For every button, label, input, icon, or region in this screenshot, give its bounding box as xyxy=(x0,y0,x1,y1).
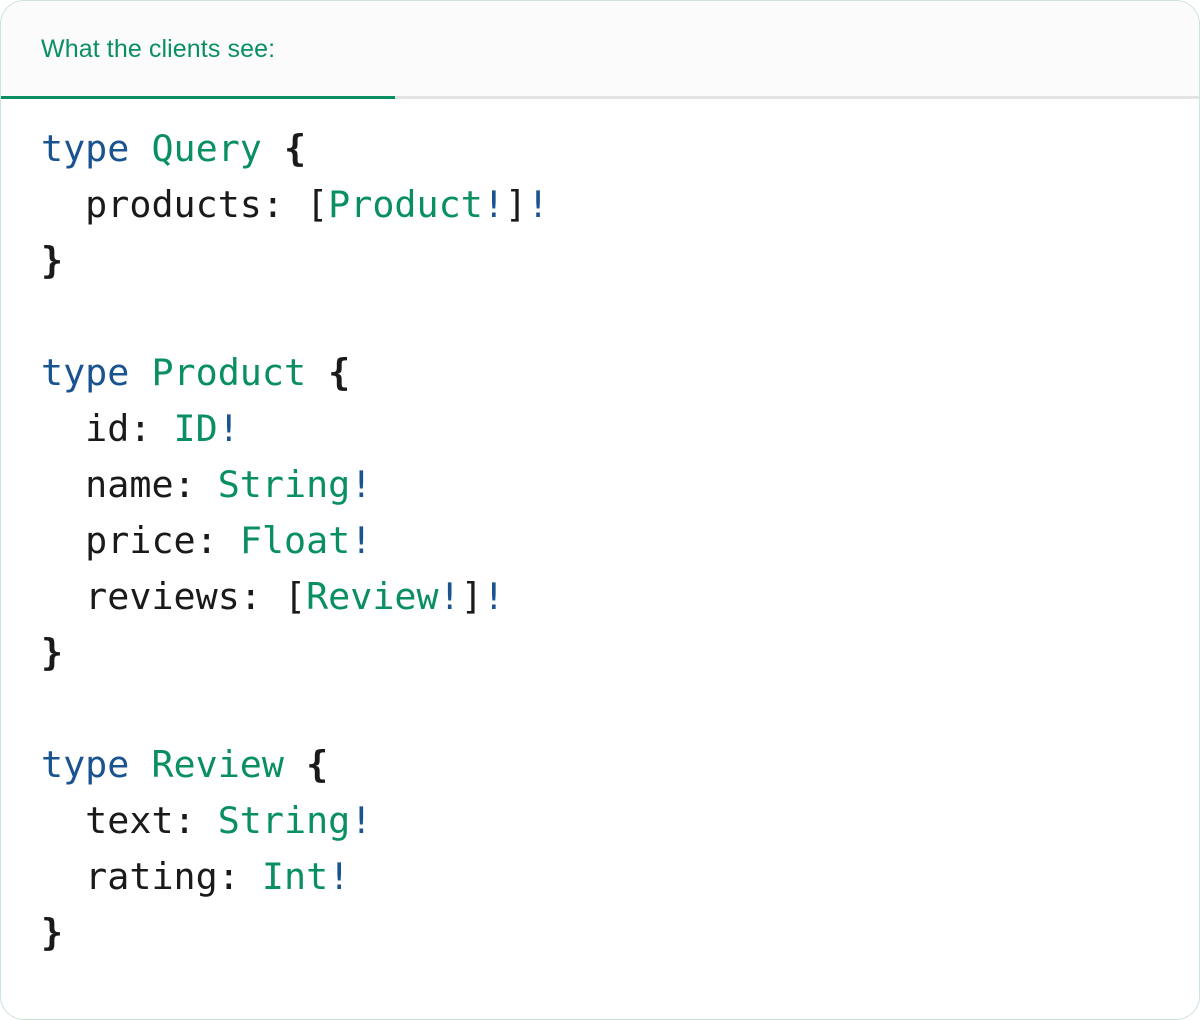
code-token-plain xyxy=(129,351,151,394)
graphql-schema-code-block[interactable]: type Query { products: [Product!]! } typ… xyxy=(1,121,1199,961)
code-token-colon: : xyxy=(239,575,284,618)
code-token-plain xyxy=(129,743,151,786)
code-token-plain xyxy=(129,127,151,170)
card-header: What the clients see: xyxy=(1,1,1199,99)
code-token-field: products xyxy=(41,183,262,226)
code-token-plain xyxy=(284,743,306,786)
code-token-typename: ID xyxy=(173,407,218,450)
code-line: price: Float! xyxy=(41,519,372,562)
page-title: What the clients see: xyxy=(41,35,276,63)
code-line: type Query { xyxy=(41,127,306,170)
code-token-bang: ! xyxy=(438,575,461,618)
code-token-typename: String xyxy=(217,463,351,506)
code-token-bracket: ] xyxy=(460,575,483,618)
code-line: type Product { xyxy=(41,351,350,394)
code-line: products: [Product!]! xyxy=(41,183,549,226)
code-token-punct: { xyxy=(306,743,329,786)
code-token-bracket: ] xyxy=(504,183,527,226)
code-token-bracket: [ xyxy=(306,183,329,226)
code-token-typename: Int xyxy=(261,855,329,898)
code-token-bang: ! xyxy=(482,183,505,226)
code-token-bang: ! xyxy=(482,575,505,618)
code-token-colon: : xyxy=(173,463,218,506)
code-token-punct: { xyxy=(328,351,351,394)
code-token-colon: : xyxy=(129,407,174,450)
code-line: id: ID! xyxy=(41,407,240,450)
code-token-bang: ! xyxy=(350,519,373,562)
code-token-typename: Query xyxy=(151,127,262,170)
code-token-field: name xyxy=(41,463,174,506)
code-token-colon: : xyxy=(195,519,240,562)
tab-what-the-clients-see[interactable]: What the clients see: xyxy=(1,1,395,99)
code-token-punct: } xyxy=(41,631,64,674)
code-line xyxy=(41,295,63,338)
code-token-typename: Product xyxy=(151,351,307,394)
header-divider xyxy=(1,96,1199,99)
code-token-keyword: type xyxy=(41,743,130,786)
code-token-plain xyxy=(306,351,328,394)
code-area: type Query { products: [Product!]! } typ… xyxy=(1,99,1199,961)
code-line: } xyxy=(41,631,63,674)
active-tab-indicator xyxy=(1,96,395,99)
code-token-bang: ! xyxy=(350,463,373,506)
code-token-bang: ! xyxy=(328,855,351,898)
code-line: reviews: [Review!]! xyxy=(41,575,505,618)
code-token-field: text xyxy=(41,799,174,842)
code-token-punct: { xyxy=(284,127,307,170)
code-line: text: String! xyxy=(41,799,372,842)
code-token-colon: : xyxy=(261,183,307,226)
code-token-bracket: [ xyxy=(283,575,307,618)
code-token-keyword: type xyxy=(41,127,130,170)
code-line: } xyxy=(41,239,63,282)
code-token-typename: String xyxy=(217,799,351,842)
code-token-field: rating xyxy=(41,855,218,898)
code-line: } xyxy=(41,911,63,954)
code-token-field: reviews xyxy=(41,575,240,618)
code-token-keyword: type xyxy=(41,351,130,394)
code-line xyxy=(41,687,63,730)
code-token-plain xyxy=(262,127,284,170)
code-token-bang: ! xyxy=(350,799,373,842)
code-token-field: price xyxy=(41,519,196,562)
code-token-bang: ! xyxy=(526,183,550,226)
code-token-bang: ! xyxy=(217,407,240,450)
code-token-punct: } xyxy=(41,239,64,282)
code-token-punct: } xyxy=(41,911,64,954)
code-token-field: id xyxy=(41,407,130,450)
code-token-typename: Product xyxy=(328,183,483,226)
code-token-colon: : xyxy=(217,855,262,898)
code-token-typename: Review xyxy=(151,743,284,786)
code-line: rating: Int! xyxy=(41,855,350,898)
code-token-typename: Float xyxy=(239,519,351,562)
code-token-typename: Review xyxy=(306,575,439,618)
code-line: name: String! xyxy=(41,463,372,506)
code-line: type Review { xyxy=(41,743,328,786)
code-token-colon: : xyxy=(173,799,218,842)
